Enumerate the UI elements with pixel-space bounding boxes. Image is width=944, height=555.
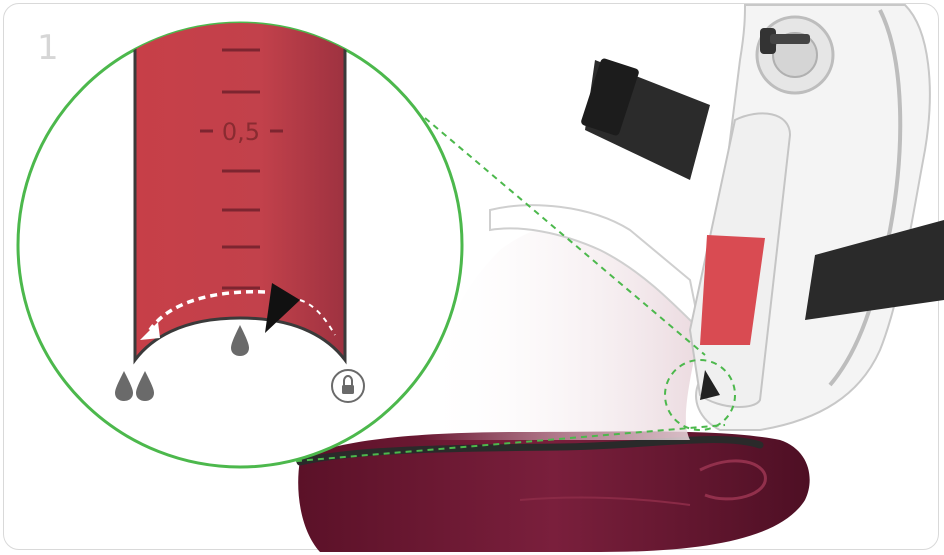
strap-left	[580, 58, 710, 180]
water-tank	[135, 20, 345, 360]
lock-icon	[332, 370, 364, 402]
iron-base	[298, 431, 809, 552]
scale-label: 0,5	[222, 118, 260, 146]
zoom-detail: 0,5	[18, 20, 462, 467]
